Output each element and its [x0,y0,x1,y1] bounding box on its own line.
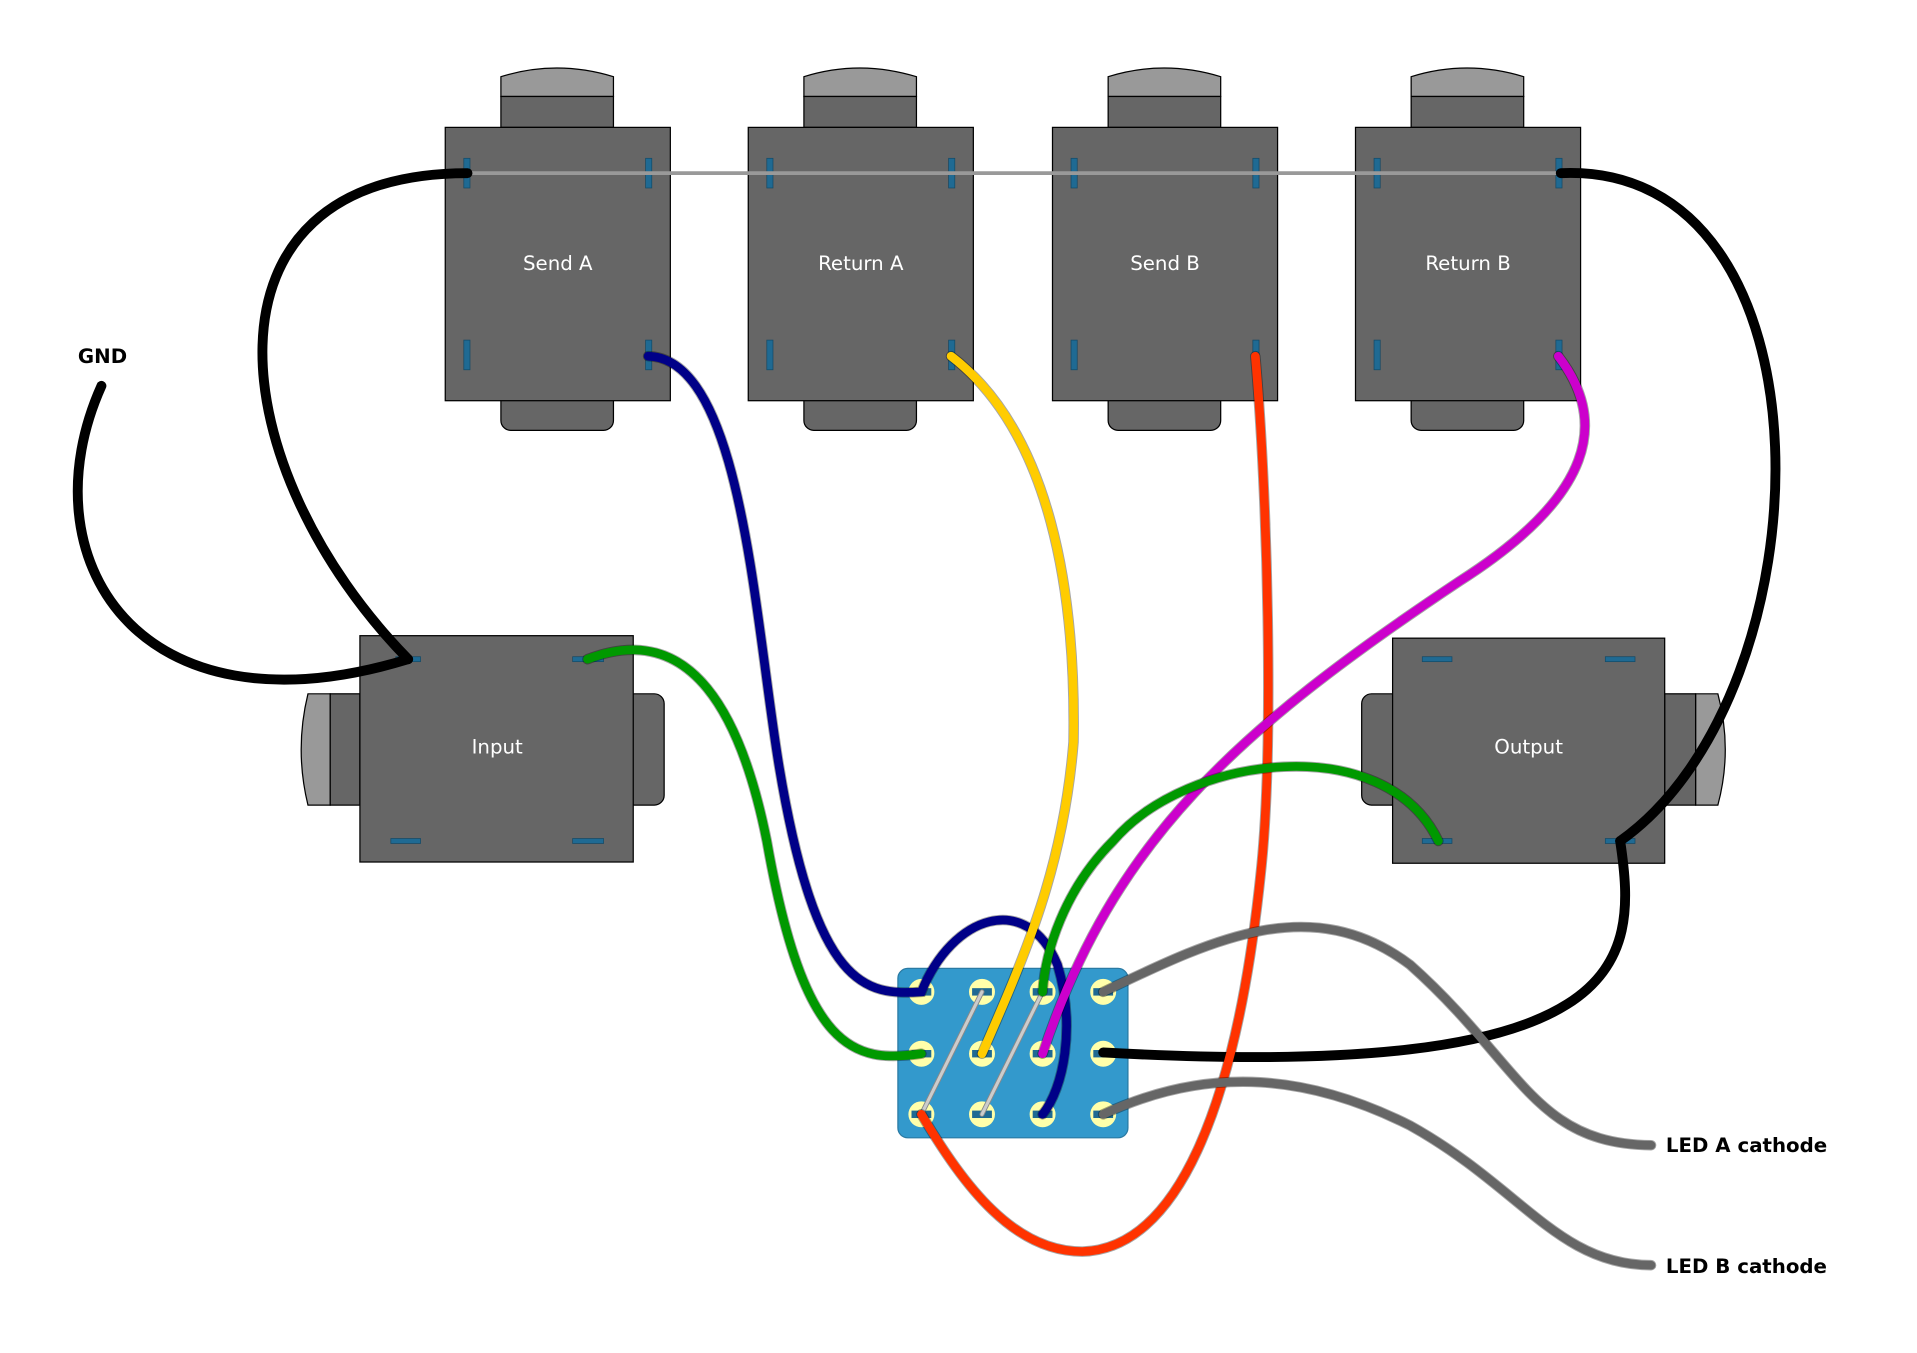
return-a-wire [945,350,1079,1059]
led-a-cathode-label: LED A cathode [1666,1134,1827,1157]
led-a-cathode-wire [1097,921,1657,1151]
jack-input: Input [300,635,665,863]
jack-label: Send B [1130,252,1200,275]
output-wire [1037,761,1444,998]
jumper-wire [980,990,1045,1116]
output-sleeve-to-switch-wire [1098,836,1631,1063]
jack-label: Return A [818,252,904,275]
gnd-wire [72,380,414,685]
jack-return-b: Return B [1354,67,1582,432]
ground-wire-output [1555,168,1781,846]
gnd-label: GND [78,345,127,368]
led-b-cathode-wire [1097,1076,1657,1271]
input-wire [582,644,927,1062]
jack-label: Return B [1425,252,1510,275]
jumper-wire [919,990,984,1116]
jack-send-a: Send A [444,67,671,432]
jack-output: Output [1361,637,1726,864]
return-b-wire [1037,350,1591,1059]
jack-send-b: Send B [1051,67,1279,432]
jack-label: Send A [523,252,593,275]
led-b-cathode-label: LED B cathode [1666,1255,1827,1278]
send-a-wire [642,350,1072,1120]
ground-wire-send-a [257,168,473,665]
jack-label: Output [1494,736,1563,759]
jack-return-a: Return A [747,67,974,432]
jack-label: Input [472,736,523,759]
